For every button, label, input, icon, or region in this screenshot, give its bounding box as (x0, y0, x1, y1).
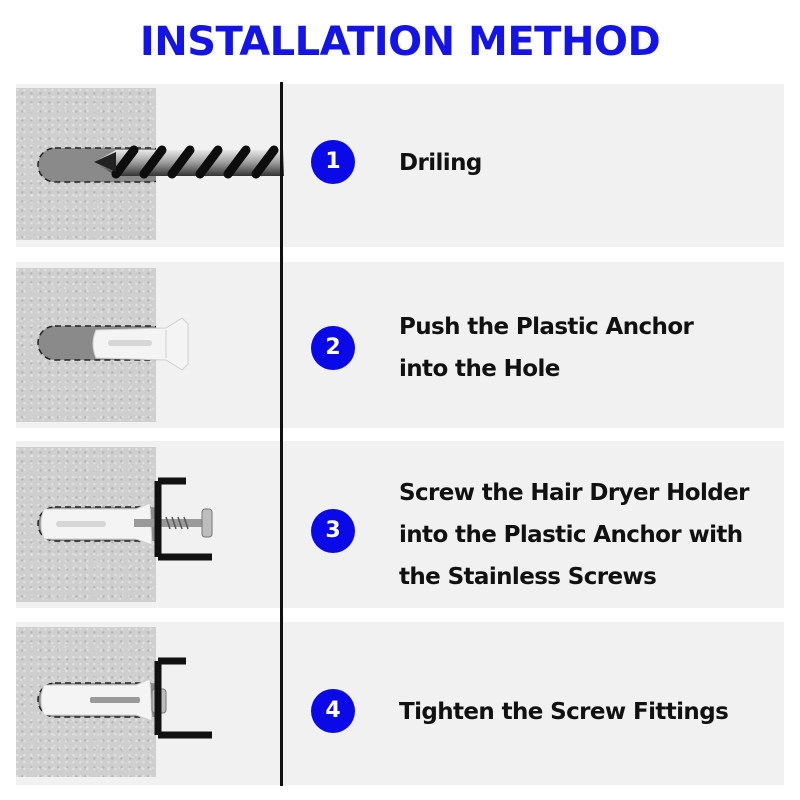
step-text: Driling (399, 150, 482, 176)
step-text: Tighten the Screw Fittings (399, 699, 729, 725)
step-text: Push the Plastic Anchor into the Hole (399, 314, 694, 382)
wall-texture (16, 268, 156, 422)
page-title: INSTALLATION METHOD (139, 19, 661, 65)
step-number-badge: 2 (311, 326, 355, 370)
wall-texture (16, 447, 156, 602)
wall-texture (16, 88, 156, 240)
wall-texture (16, 627, 156, 777)
step-number-badge: 4 (311, 689, 355, 733)
vertical-divider (280, 82, 283, 786)
step-number-badge: 3 (311, 509, 355, 553)
step-text: Screw the Hair Dryer Holder into the Pla… (399, 480, 750, 590)
step-number-badge: 1 (311, 140, 355, 184)
